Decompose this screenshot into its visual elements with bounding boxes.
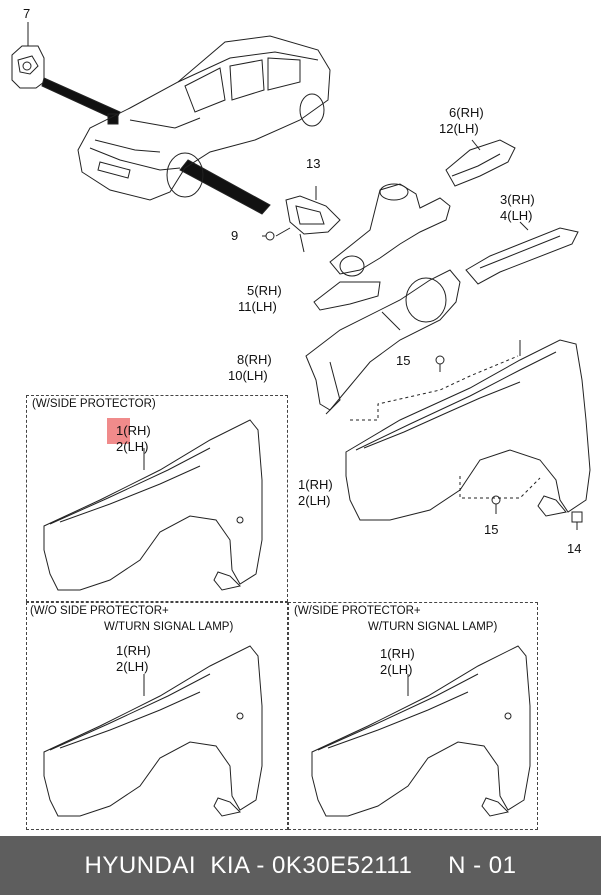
box3-label-2: 2(LH) <box>380 662 413 677</box>
box1-title: (W/SIDE PROTECTOR) <box>32 398 156 410</box>
apron-assembly <box>305 183 461 415</box>
label-part-12-number: 12 <box>439 121 454 136</box>
box-side-protector-turn-signal <box>288 602 538 830</box>
box2-label-1: 1(RH) <box>116 643 151 658</box>
box2-label-1-number: 1 <box>116 643 124 658</box>
car-illustration <box>77 35 331 201</box>
part-3-4-rail <box>465 221 579 285</box>
part-7-bracket <box>11 22 45 89</box>
box2-label-1-side: (RH) <box>123 643 151 658</box>
label-part-8-number: 8 <box>237 352 245 367</box>
box3-label-2-number: 2 <box>380 662 388 677</box>
label-part-7: 7 <box>23 6 31 21</box>
box3-title-line2: W/TURN SIGNAL LAMP) <box>368 621 498 633</box>
label-part-5-side: (RH) <box>254 283 282 298</box>
label-part-11-number: 11 <box>238 299 252 314</box>
box2-title-line1: (W/O SIDE PROTECTOR+ <box>30 605 169 617</box>
label-part-1-main: 1(RH) <box>298 477 333 492</box>
label-part-9: 9 <box>231 228 239 243</box>
box1-label-2-side: (LH) <box>123 439 149 454</box>
leader-wedge-fender <box>179 159 271 215</box>
box2-label-2: 2(LH) <box>116 659 149 674</box>
label-part-1-main-number: 1 <box>298 477 306 492</box>
label-part-13: 13 <box>306 156 321 171</box>
box2-label-2-number: 2 <box>116 659 124 674</box>
label-part-6: 6(RH) <box>449 105 484 120</box>
label-part-11-side: (LH) <box>251 299 277 314</box>
label-part-1-main-side: (RH) <box>305 477 333 492</box>
label-part-14: 14 <box>567 541 582 556</box>
box1-label-1-side: (RH) <box>123 423 151 438</box>
parts-diagram <box>11 22 591 817</box>
label-part-8-side: (RH) <box>244 352 272 367</box>
label-part-15-bottom: 15 <box>484 522 499 537</box>
part-9-bolt <box>262 231 275 241</box>
box2-label-2-side: (LH) <box>123 659 149 674</box>
box3-fender <box>311 645 531 817</box>
label-part-3-number: 3 <box>500 192 508 207</box>
box-side-protector <box>26 395 288 602</box>
label-part-8: 8(RH) <box>237 352 272 367</box>
part-6-12-reinforcement <box>445 139 516 187</box>
label-part-2-main-side: (LH) <box>305 493 331 508</box>
label-part-4-side: (LH) <box>507 208 533 223</box>
box3-label-2-side: (LH) <box>387 662 413 677</box>
label-part-6-number: 6 <box>449 105 457 120</box>
box3-label-1-number: 1 <box>380 646 388 661</box>
label-part-15-top: 15 <box>396 353 411 368</box>
box1-label-1-number: 1 <box>116 423 124 438</box>
label-part-4-number: 4 <box>500 208 508 223</box>
box-no-side-protector-turn-signal <box>26 602 288 830</box>
label-part-5-number: 5 <box>247 283 255 298</box>
highlight-marker <box>107 418 130 444</box>
box3-label-1-side: (RH) <box>387 646 415 661</box>
label-part-2-main: 2(LH) <box>298 493 331 508</box>
label-part-2-main-number: 2 <box>298 493 306 508</box>
label-part-3-side: (RH) <box>507 192 535 207</box>
label-part-11: 11(LH) <box>238 299 277 314</box>
box3-label-1: 1(RH) <box>380 646 415 661</box>
label-part-10-number: 10 <box>228 368 243 383</box>
label-part-5: 5(RH) <box>247 283 282 298</box>
label-part-10-side: (LH) <box>242 368 268 383</box>
box1-fender <box>43 419 263 591</box>
label-part-10: 10(LH) <box>228 368 268 383</box>
label-part-3: 3(RH) <box>500 192 535 207</box>
box1-label-1: 1(RH) <box>116 423 151 438</box>
footer-bar: HYUNDAI KIA - 0K30E52111 N - 01 <box>0 836 601 895</box>
part-13-bracket <box>275 186 341 253</box>
label-part-12-side: (LH) <box>453 121 479 136</box>
box2-title-line2: W/TURN SIGNAL LAMP) <box>104 621 234 633</box>
box2-fender <box>43 645 263 817</box>
main-fender <box>345 339 591 521</box>
box1-label-2-number: 2 <box>116 439 124 454</box>
footer-part-number: HYUNDAI KIA - 0K30E52111 N - 01 <box>84 851 517 879</box>
part-15-clip-top <box>435 355 445 372</box>
label-part-4: 4(LH) <box>500 208 533 223</box>
box3-title-line1: (W/SIDE PROTECTOR+ <box>294 605 421 617</box>
label-part-12: 12(LH) <box>439 121 479 136</box>
box1-label-2: 2(LH) <box>116 439 149 454</box>
part-15-clip-bottom <box>491 495 501 514</box>
part-14-nut <box>571 511 583 530</box>
label-part-6-side: (RH) <box>456 105 484 120</box>
